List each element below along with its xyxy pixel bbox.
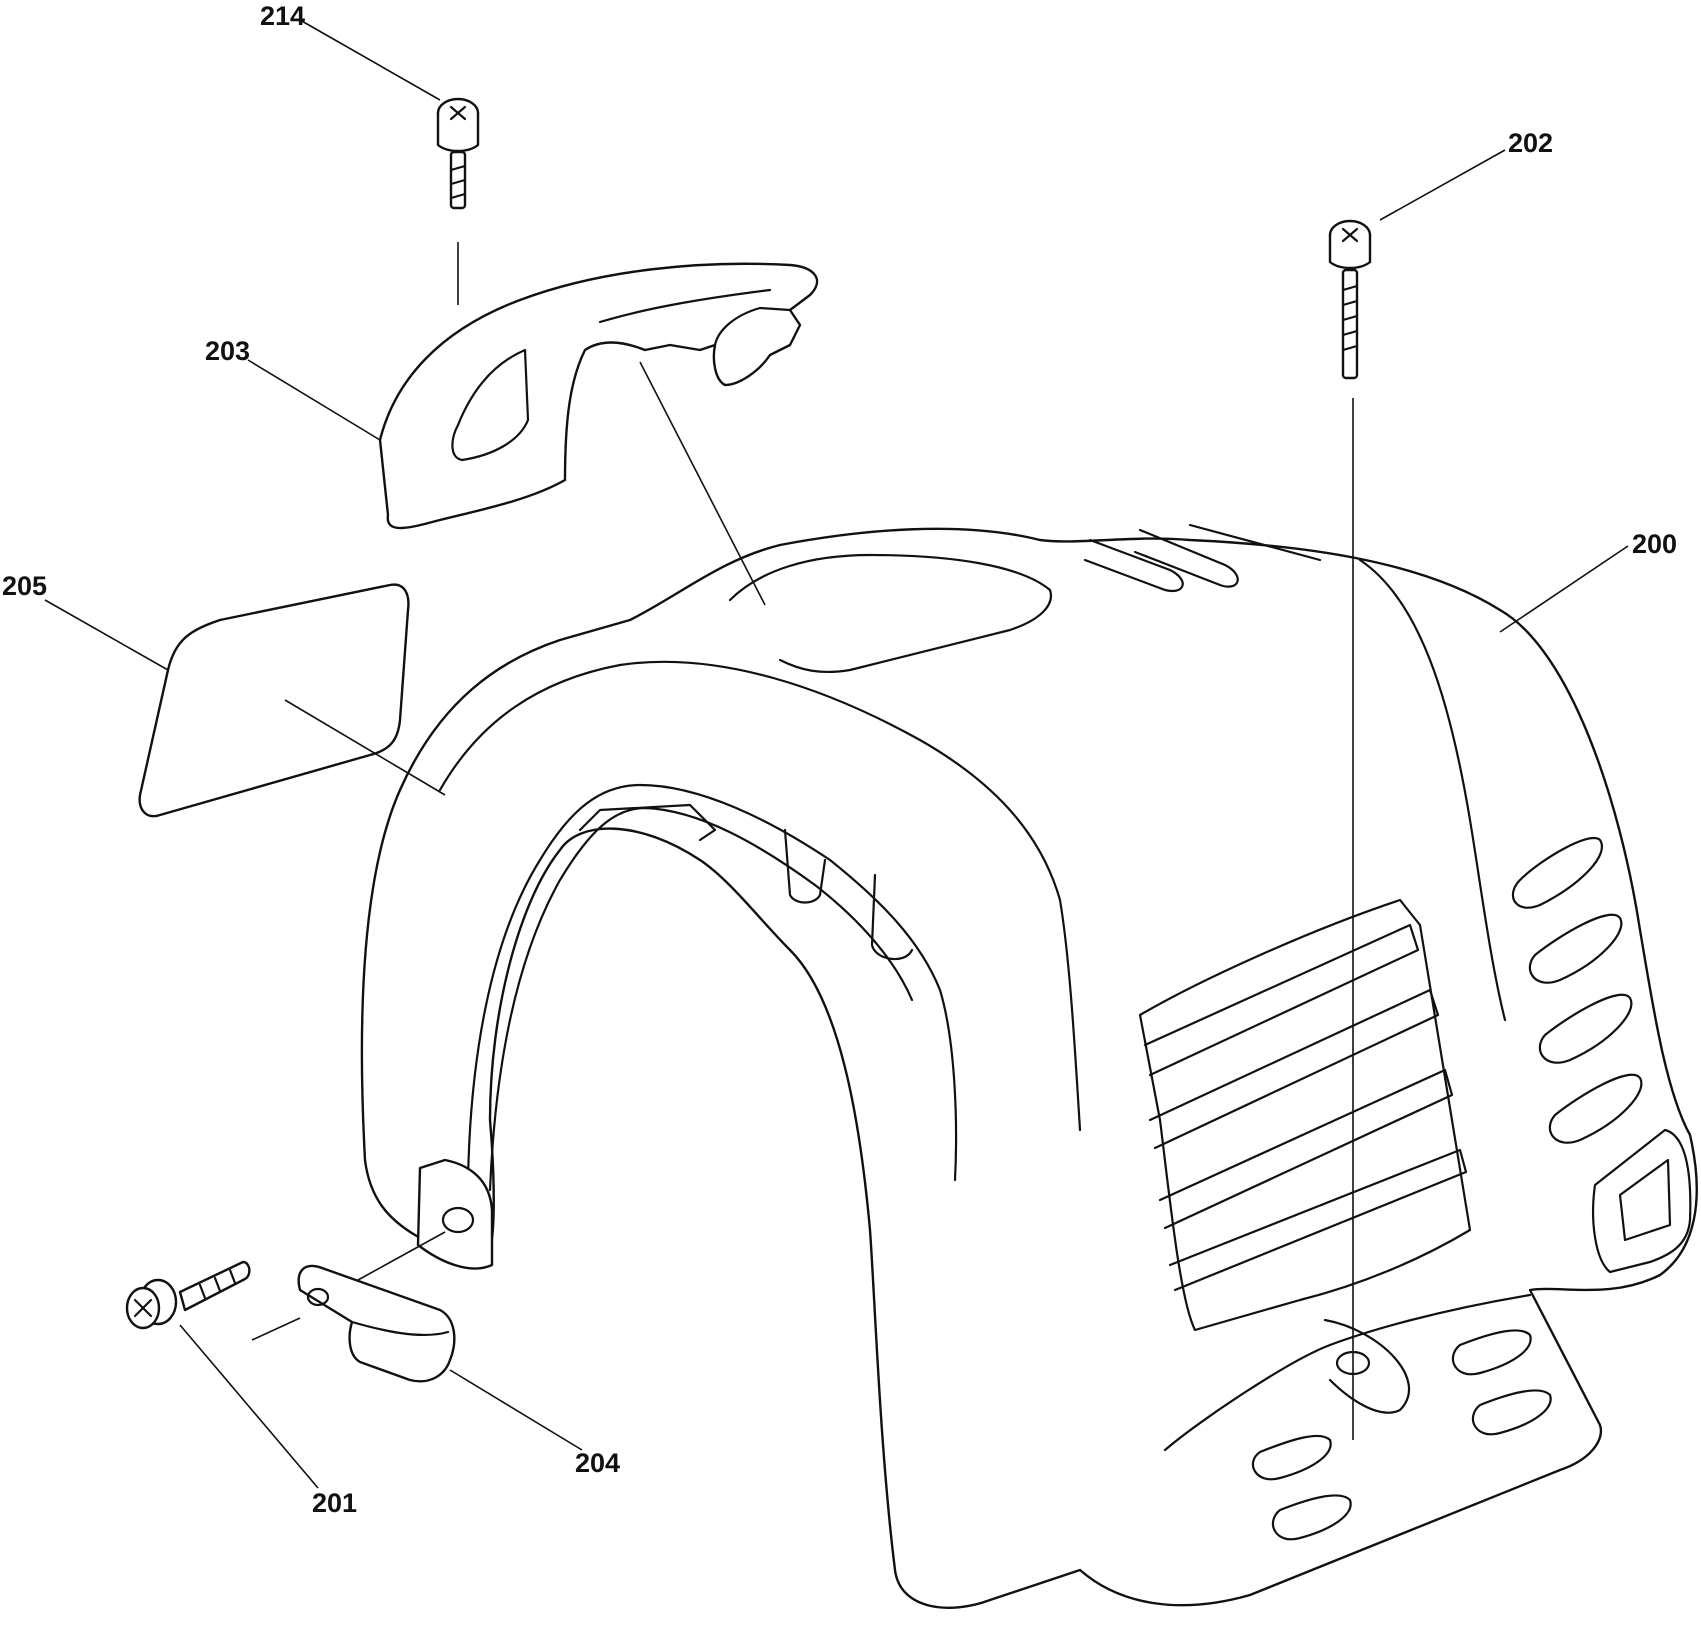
part-number-204: 204	[575, 1448, 620, 1478]
bolt-201	[125, 1260, 251, 1330]
part-number-202: 202	[1508, 128, 1553, 158]
clip-204	[297, 1264, 456, 1383]
part-number-205: 205	[2, 571, 47, 601]
leader-lines	[44, 19, 1629, 1489]
long-screw-202	[1328, 219, 1372, 380]
part-number-203: 203	[205, 336, 250, 366]
label-205	[138, 583, 410, 818]
short-screw-214	[436, 97, 480, 210]
part-number-201: 201	[312, 1488, 357, 1518]
part-number-214: 214	[260, 1, 305, 31]
top-shield-203	[378, 262, 819, 530]
part-number-labels: 214 202 203 200 205 204 201	[2, 1, 1677, 1518]
engine-cover-200	[360, 523, 1698, 1609]
part-number-200: 200	[1632, 529, 1677, 559]
